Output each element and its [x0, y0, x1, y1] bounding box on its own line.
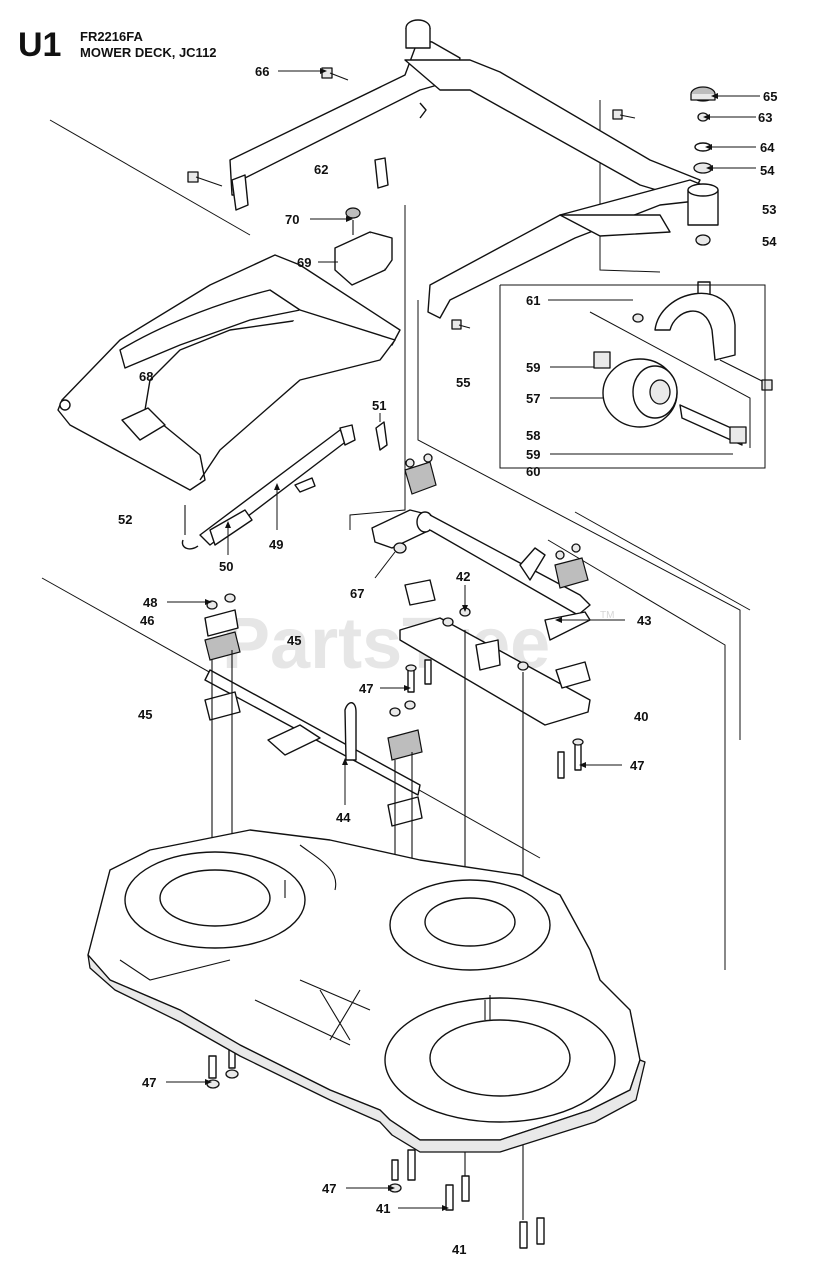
callout-51: 51: [372, 398, 386, 413]
front-shaft: [204, 669, 421, 796]
callout-47-lower: 47: [322, 1181, 336, 1196]
callout-65: 65: [763, 89, 777, 104]
callout-55: 55: [456, 375, 470, 390]
clip-blocks-left: [204, 593, 423, 827]
callout-63: 63: [758, 110, 772, 125]
model-number: FR2216FA: [80, 29, 143, 44]
callout-53: 53: [762, 202, 776, 217]
callout-67: 67: [350, 586, 364, 601]
callout-52: 52: [118, 512, 132, 527]
bolt-55: [451, 109, 636, 330]
callout-66: 66: [255, 64, 269, 79]
reference-lines: [41, 100, 751, 970]
rod-assembly-49-50: [181, 421, 388, 550]
callout-labels: 66 65 63 64 54 53 54 62 70 69 61 59 55 5…: [118, 64, 777, 1257]
section-code: U1: [18, 26, 62, 64]
callout-41-upper: 41: [376, 1201, 390, 1216]
callout-42: 42: [456, 569, 470, 584]
callout-62: 62: [314, 162, 328, 177]
callout-45-right: 45: [287, 633, 301, 648]
mower-deck: [87, 829, 646, 1153]
wheel-57: [593, 351, 747, 446]
callout-47-right: 47: [630, 758, 644, 773]
callout-59-upper: 59: [526, 360, 540, 375]
callout-70: 70: [285, 212, 299, 227]
callout-40: 40: [634, 709, 648, 724]
callout-58: 58: [526, 428, 540, 443]
callout-49: 49: [269, 537, 283, 552]
bolts-47: [206, 659, 584, 1249]
callout-45-left: 45: [138, 707, 152, 722]
bolt-left: [187, 171, 223, 187]
wheel-group-bracket: [499, 284, 766, 469]
callout-64: 64: [760, 140, 775, 155]
clip-blocks: [404, 453, 591, 689]
callout-50: 50: [219, 559, 233, 574]
callout-47-lower-left: 47: [142, 1075, 156, 1090]
callout-46: 46: [140, 613, 154, 628]
wheel-axis-line: [589, 311, 751, 448]
callout-60: 60: [526, 464, 540, 479]
callout-69: 69: [297, 255, 311, 270]
callout-57: 57: [526, 391, 540, 406]
callout-54-upper: 54: [760, 163, 775, 178]
callout-61: 61: [526, 293, 540, 308]
watermark-trademark: TM: [600, 610, 614, 621]
callout-54-lower: 54: [762, 234, 777, 249]
callout-41-lower: 41: [452, 1242, 466, 1257]
callout-48: 48: [143, 595, 157, 610]
callout-43: 43: [637, 613, 651, 628]
lift-arm-62: [229, 19, 701, 211]
pivot-shaft: [371, 509, 591, 641]
leader-lines: [166, 70, 760, 1209]
diagram-title: MOWER DECK, JC112: [80, 45, 217, 60]
lift-arm-55: [427, 179, 711, 319]
callout-68: 68: [139, 369, 153, 384]
callout-59-lower: 59: [526, 447, 540, 462]
deck-frame-68: [57, 254, 401, 491]
hanger-69: [334, 207, 393, 286]
callout-47-upper: 47: [359, 681, 373, 696]
callout-44: 44: [336, 810, 351, 825]
bolt-66: [321, 67, 349, 81]
leader-arrows: [205, 68, 718, 1211]
wheel-bracket-parts: [632, 86, 773, 391]
pivot-bracket-40: [399, 607, 591, 726]
